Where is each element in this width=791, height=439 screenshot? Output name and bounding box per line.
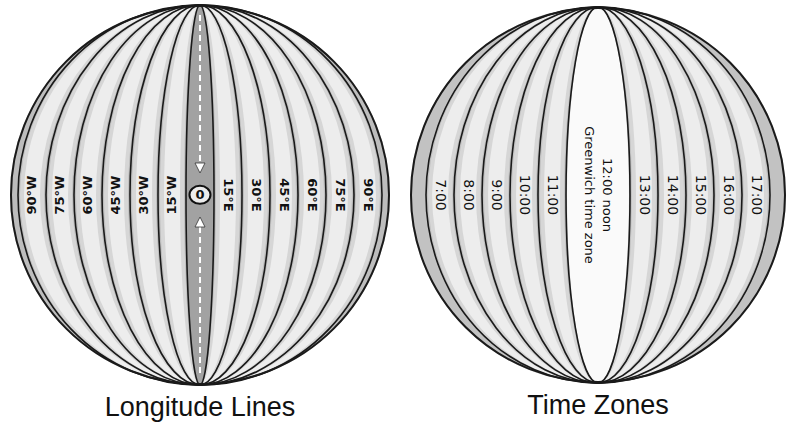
globe-caption: Longitude Lines <box>105 393 296 423</box>
meridian-line <box>102 5 298 385</box>
meridian-line <box>566 7 630 383</box>
meridian-line <box>482 7 714 383</box>
globe: 7:00 8:00 9:00 10:00 11:00 Greenwich time zon… <box>410 7 786 383</box>
time-label: 7:00 <box>432 179 447 210</box>
longitude-label: 60°E <box>305 178 319 211</box>
globe-outline <box>11 6 389 384</box>
meridian-line <box>538 7 658 383</box>
longitude-label: 30°W <box>137 176 151 215</box>
time-label: 16:00 <box>720 175 735 215</box>
longitude-label: 45°W <box>109 176 123 215</box>
time-label: 15:00 <box>692 175 707 215</box>
longitude-label: 75°W <box>53 176 67 215</box>
time-label: 9:00 <box>488 179 503 210</box>
globe-fill <box>410 7 786 383</box>
time-label: 11:00 <box>544 175 559 215</box>
meridian-line <box>186 5 214 385</box>
longitude-label: 75°E <box>333 178 347 211</box>
meridian-line <box>510 7 686 383</box>
longitude-label: 30°E <box>249 178 263 211</box>
meridian-line <box>46 5 354 385</box>
meridian-line <box>74 5 326 385</box>
prime-meridian-dash <box>199 15 201 163</box>
prime-meridian-dash <box>199 227 201 375</box>
time-label: 12:00 noon <box>600 158 614 232</box>
meridian-line <box>18 5 382 385</box>
globe-fill <box>10 5 390 385</box>
meridian-line <box>426 7 770 383</box>
globe: 90°W75°W60°W45°W30°W15°W015°E30°E45°E60°… <box>10 5 390 385</box>
time-label: 17:00 <box>748 175 763 215</box>
meridian-line <box>158 5 242 385</box>
meridian-line <box>454 7 742 383</box>
band-highlight <box>80 5 200 385</box>
globe-outline <box>411 8 785 382</box>
arrow-head <box>195 163 205 173</box>
longitude-label: 15°E <box>221 178 235 211</box>
center-band <box>186 5 214 385</box>
longitude-label: 90°E <box>361 178 375 211</box>
center-band <box>567 7 629 383</box>
longitude-label: 45°E <box>277 178 291 211</box>
meridian-line <box>130 5 270 385</box>
globe-caption: Time Zones <box>527 391 669 421</box>
time-label: Greenwich time zone <box>582 126 596 264</box>
time-label: 14:00 <box>664 175 679 215</box>
longitude-label: 90°W <box>25 176 39 215</box>
time-label: 8:00 <box>460 179 475 210</box>
longitude-label: 60°W <box>81 176 95 215</box>
arrow-head <box>195 217 205 227</box>
band-highlight <box>200 5 376 385</box>
time-label: 10:00 <box>516 175 531 215</box>
time-label: 13:00 <box>636 175 651 215</box>
longitude-label: 15°W <box>165 176 179 215</box>
band-highlight <box>24 5 200 385</box>
